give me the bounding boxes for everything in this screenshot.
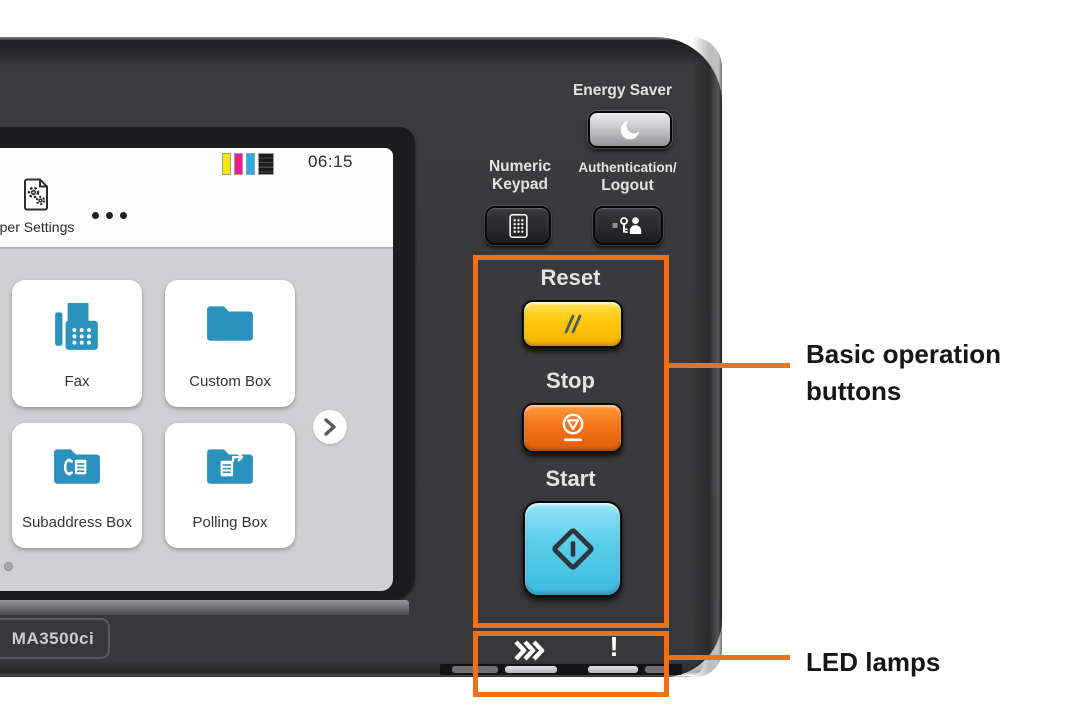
numeric-keypad-label: Numeric Keypad [488, 158, 552, 193]
folder-icon [165, 302, 295, 344]
page-indicator-dot [4, 562, 13, 571]
stop-label: Stop [546, 368, 595, 393]
basic-buttons-callout-line [668, 363, 790, 368]
led-lamp-groove [440, 664, 682, 675]
folder-phone-icon [12, 445, 142, 487]
chevron-right-icon [324, 418, 336, 436]
model-badge: MA3500ci [0, 618, 110, 659]
reset-button[interactable] [522, 300, 623, 348]
status-time: 06:15 [307, 152, 353, 171]
led-lamps-callout-line [668, 655, 790, 660]
screen-hinge-strip [0, 600, 409, 615]
keypad-icon [508, 213, 528, 238]
tile-custom-box[interactable]: Custom Box [165, 280, 295, 407]
processing-led-icon [514, 640, 545, 661]
tile-subaddress-box[interactable]: Subaddress Box [12, 423, 142, 548]
led-lamps-callout-rect [473, 631, 669, 697]
key-person-icon [612, 216, 642, 234]
fax-icon [12, 302, 142, 352]
basic-buttons-callout-rect [473, 255, 669, 628]
start-button[interactable] [523, 501, 622, 597]
touchscreen[interactable]: 06:15 per Settings [0, 148, 393, 591]
tile-label: Polling Box [192, 514, 268, 531]
led-lamp-processing [505, 666, 557, 673]
reset-label: Reset [540, 265, 601, 290]
toner-cyan [246, 153, 255, 175]
tile-label: Custom Box [189, 373, 271, 390]
document-gear-icon [24, 178, 48, 211]
toner-yellow [222, 153, 231, 175]
tile-fax[interactable]: Fax [12, 280, 142, 407]
start-icon [551, 528, 594, 570]
paper-settings-label: per Settings [0, 219, 75, 235]
folder-doc-arrow-icon [165, 445, 295, 487]
led-lamp-attention [588, 666, 638, 673]
start-label: Start [545, 466, 596, 491]
numeric-keypad-button[interactable] [484, 205, 552, 246]
toner-black [258, 153, 274, 175]
paper-settings-item[interactable]: per Settings [0, 178, 86, 235]
stop-button[interactable] [522, 403, 623, 453]
energy-saver-label: Energy Saver [572, 82, 673, 99]
energy-saver-button[interactable] [587, 110, 673, 149]
authentication-logout-button[interactable] [592, 205, 664, 246]
led-lamp [645, 666, 668, 673]
toner-magenta [234, 153, 243, 175]
moon-icon [620, 120, 640, 139]
led-lamps-annotation: LED lamps [806, 647, 941, 677]
auth-logout-label: Authentication/ Logout [578, 160, 677, 194]
screen-status-bar: 06:15 per Settings [0, 148, 393, 249]
tile-label: Fax [64, 373, 90, 390]
double-slash-icon [564, 314, 581, 334]
tile-label: Subaddress Box [21, 514, 133, 531]
more-icon[interactable] [92, 212, 127, 219]
tile-polling-box[interactable]: Polling Box [165, 423, 295, 548]
stop-icon [562, 413, 583, 442]
next-page-button[interactable] [313, 410, 347, 444]
basic-buttons-annotation: Basic operation buttons [806, 339, 1002, 406]
attention-led-icon: ! [609, 631, 619, 662]
